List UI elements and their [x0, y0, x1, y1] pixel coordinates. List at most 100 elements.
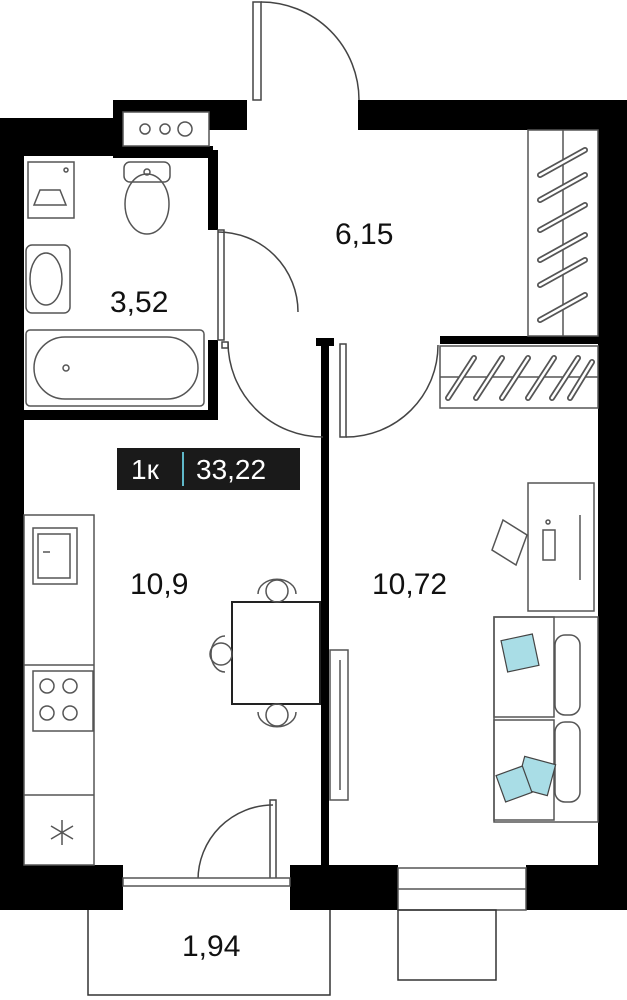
sofa-cushion-1 — [493, 616, 555, 718]
hangers — [445, 147, 595, 401]
balcony-door-leaf — [269, 799, 277, 881]
hanger-core — [538, 233, 587, 262]
cooktop — [32, 670, 94, 732]
bottom-right-wall — [526, 865, 627, 910]
hanger-core — [526, 356, 556, 400]
bedroom-furniture — [329, 482, 599, 823]
chair-left-seat — [209, 642, 233, 666]
bathroom-sink — [25, 244, 71, 314]
hanger-core — [550, 356, 580, 400]
pillow — [495, 765, 533, 803]
loggia — [87, 909, 497, 996]
bedroom-door-swing — [345, 344, 439, 438]
hanger-core — [538, 293, 587, 322]
laptop — [542, 529, 556, 561]
kitchen-sink — [32, 527, 78, 585]
doors — [197, 1, 439, 881]
hanger-core — [538, 203, 587, 232]
badge-rooms: 1к — [131, 454, 160, 485]
sofa-back — [554, 634, 581, 716]
chair-bottom — [257, 711, 297, 728]
meter-dot-3 — [177, 121, 193, 137]
top-right-wall — [358, 100, 627, 130]
meter-box — [122, 111, 210, 147]
bathroom-area-label: 3,52 — [110, 286, 168, 319]
hanger-core — [538, 173, 587, 202]
hanger-core — [568, 360, 594, 400]
fridge-snowflake-icon — [50, 820, 74, 845]
burner-4 — [62, 705, 78, 721]
dining-table — [231, 601, 321, 705]
sofa-back-2 — [554, 721, 581, 803]
hall-area-label: 6,15 — [335, 218, 393, 251]
hanger-cores — [446, 148, 594, 400]
meter-dot-1 — [139, 123, 151, 135]
washing-machine-icon — [32, 189, 68, 206]
loggia-area-label: 1,94 — [182, 930, 240, 963]
toilet-dot — [143, 168, 151, 176]
desk — [527, 482, 595, 612]
balcony-door-swing — [197, 804, 274, 881]
bathtub — [25, 329, 205, 407]
kitchen-fixtures — [23, 514, 321, 866]
pillows — [495, 633, 557, 803]
wardrobe-divider-wall — [440, 336, 600, 344]
burner-2 — [62, 678, 78, 694]
hanger-core — [538, 258, 587, 287]
tv-stand — [329, 649, 349, 801]
hanger-core — [474, 356, 504, 400]
bathroom-door-swing — [217, 231, 299, 313]
apartment-badge: 1к 33,22 — [117, 448, 300, 490]
left-outer-wall — [0, 118, 24, 865]
meter-dot-2 — [159, 123, 171, 135]
bathroom-sink-basin — [29, 252, 63, 306]
bathtub-drain — [62, 364, 70, 372]
chair-top — [257, 578, 297, 595]
washing-machine-knob — [63, 167, 69, 173]
bathroom-hall-wall-low — [208, 340, 218, 412]
kitchen-window — [122, 877, 291, 887]
badge-background — [117, 448, 300, 490]
toilet-tank — [123, 161, 171, 183]
bottom-left-wall — [0, 865, 123, 910]
central-wall — [321, 340, 329, 870]
niche-bottom-wall — [113, 146, 213, 158]
desk-chair — [491, 518, 528, 567]
toilet-bowl — [124, 173, 170, 235]
walls — [0, 100, 627, 910]
bedroom-balcony-frame — [397, 909, 497, 981]
central-wall-cap — [316, 338, 334, 346]
chair-bottom-seat — [265, 703, 289, 727]
kitchen-area-label: 10,9 — [130, 568, 188, 601]
burner-1 — [39, 678, 55, 694]
entrance-door-leaf — [252, 1, 262, 101]
chair-top-seat — [265, 579, 289, 603]
hanger-core — [500, 356, 530, 400]
bathtub-inner — [33, 336, 199, 400]
chair-left — [210, 635, 226, 673]
washing-machine — [27, 161, 75, 219]
bathroom-top-wall — [0, 118, 116, 156]
kitchen-door-swing — [227, 341, 324, 438]
kitchen-door-leaf — [221, 341, 229, 349]
burner-3 — [39, 705, 55, 721]
pillow — [500, 633, 540, 673]
desk-dot — [545, 519, 551, 525]
bathroom-bottom-wall — [0, 410, 218, 420]
hanger-core — [446, 356, 476, 400]
bathroom-fixtures — [25, 111, 210, 407]
bedroom-door-leaf — [339, 343, 347, 438]
bedroom-area-label: 10,72 — [372, 568, 447, 601]
windows — [122, 867, 527, 911]
entrance-door-swing — [260, 1, 360, 101]
hanger-core — [538, 148, 587, 177]
niche-left-wall — [113, 100, 123, 156]
bathroom-hall-wall — [208, 150, 218, 230]
badge-total-area: 33,22 — [196, 454, 266, 485]
kitchen-sink-bowl — [37, 533, 71, 579]
loggia-outline — [87, 910, 331, 996]
right-outer-wall — [598, 100, 627, 865]
niche-right-wall — [209, 100, 247, 130]
bathroom-door-leaf — [217, 229, 225, 341]
